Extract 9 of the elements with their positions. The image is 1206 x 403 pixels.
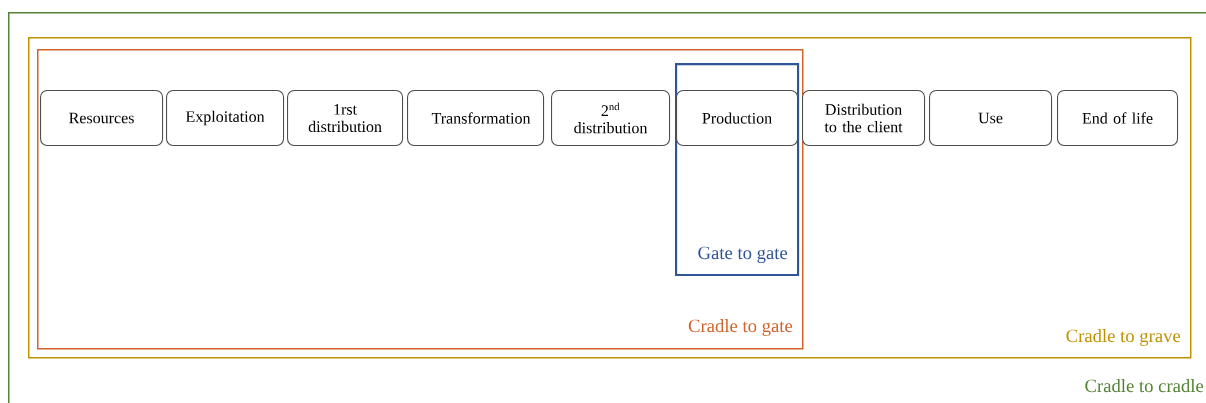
process-box: 1rst distribution [287, 90, 404, 147]
process-box: Use [929, 90, 1053, 147]
process-box: Exploitation [166, 90, 285, 147]
process-box: Distribution to the client [802, 90, 926, 147]
process-box: 2$^{nd}$ distribution [551, 90, 671, 147]
process-box: Production [676, 90, 799, 147]
process-box: Resources [40, 90, 164, 147]
process-box: End of life [1057, 90, 1179, 147]
process-box: Transformation [407, 90, 545, 147]
